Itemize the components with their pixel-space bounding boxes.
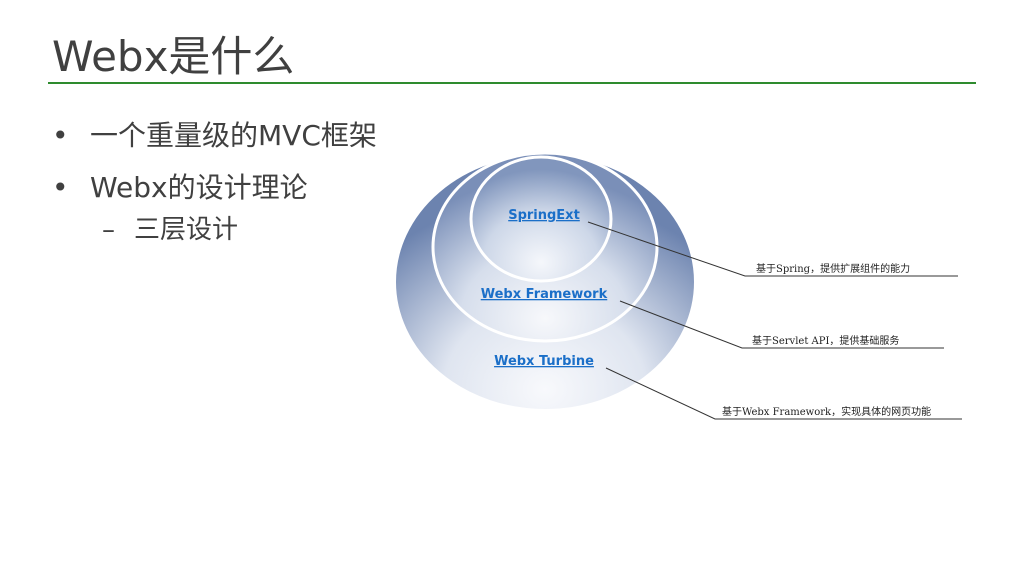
sub-bullet-marker: – [102,215,115,245]
callout-framework: 基于Servlet API，提供基础服务 [752,334,899,347]
leader-line-springext [587,221,958,277]
sub-bullet-item: – 三层设计 [50,208,377,252]
inner-ring-springext [469,155,613,283]
bullet-marker: • [52,171,69,204]
callout-turbine: 基于Webx Framework，实现具体的网页功能 [722,405,931,418]
bullet-item: • Webx的设计理论 [50,162,377,214]
bullet-item: • 一个重量级的MVC框架 [50,110,377,162]
bullet-marker: • [52,119,69,152]
layer-label-turbine: Webx Turbine [494,354,594,369]
bullet-text: Webx的设计理论 [90,171,308,204]
leader-line-framework [619,300,944,349]
bullet-list: • 一个重量级的MVC框架 • Webx的设计理论 – 三层设计 [50,110,377,252]
leader-line-turbine [605,367,962,420]
title-divider [48,82,976,84]
slide-title: Webx是什么 [52,32,295,81]
bullet-text: 一个重量级的MVC框架 [90,119,377,152]
layer-label-springext: SpringExt [508,208,580,223]
sub-bullet-text: 三层设计 [134,215,239,245]
callout-springext: 基于Spring，提供扩展组件的能力 [756,262,910,275]
layer-label-framework: Webx Framework [481,287,608,302]
